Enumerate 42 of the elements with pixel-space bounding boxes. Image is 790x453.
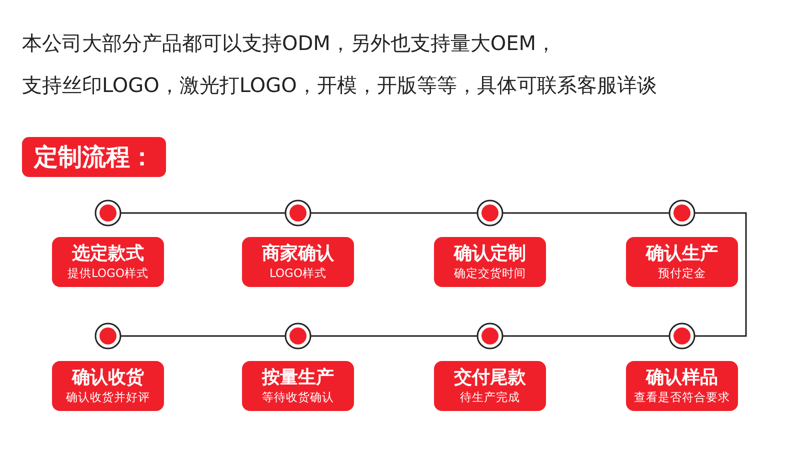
step-title: 交付尾款 [453, 367, 527, 389]
step-note: 确认收货并好评 [65, 389, 151, 405]
step-box [52, 237, 164, 287]
connector-line [121, 335, 285, 337]
step-box [434, 237, 546, 287]
timeline-dot [94, 322, 122, 350]
timeline-dot [284, 199, 312, 227]
timeline-dot [476, 199, 504, 227]
step-note: 等待收货确认 [261, 389, 335, 405]
connector-line [503, 335, 669, 337]
connector-line [311, 335, 477, 337]
step-box [626, 361, 738, 411]
timeline-dot [476, 322, 504, 350]
step-box [242, 361, 354, 411]
intro-text: 支持丝印LOGO，激光打LOGO，开模，开版等等，具体可联系客服详谈 [22, 72, 657, 99]
step-title: 商家确认 [261, 243, 335, 265]
step-note: 确定交货时间 [453, 265, 527, 281]
step-box [52, 361, 164, 411]
step-title: 选定款式 [71, 243, 145, 265]
step-box [626, 237, 738, 287]
step-box [242, 237, 354, 287]
timeline-dot [668, 322, 696, 350]
connector-line [121, 212, 285, 214]
timeline-dot [284, 322, 312, 350]
step-title: 确认生产 [644, 243, 719, 265]
step-note: 预付定金 [657, 265, 707, 281]
timeline-dot [94, 199, 122, 227]
connector-line [311, 212, 477, 214]
step-title: 确认收货 [70, 367, 145, 389]
intro-text: 本公司大部分产品都可以支持ODM，另外也支持量大OEM， [22, 30, 556, 57]
step-title: 确认样品 [644, 367, 719, 389]
section-heading: 定制流程： [22, 137, 166, 177]
step-note: 查看是否符合要求 [633, 389, 731, 405]
step-note: LOGO样式 [268, 265, 328, 281]
step-title: 确认定制 [452, 243, 527, 265]
timeline-dot [668, 199, 696, 227]
connector-line [503, 212, 669, 214]
step-note: 提供LOGO样式 [66, 265, 150, 281]
connector-line [695, 212, 747, 337]
step-note: 待生产完成 [459, 389, 521, 405]
step-title: 按量生产 [260, 367, 335, 389]
step-box [434, 361, 546, 411]
